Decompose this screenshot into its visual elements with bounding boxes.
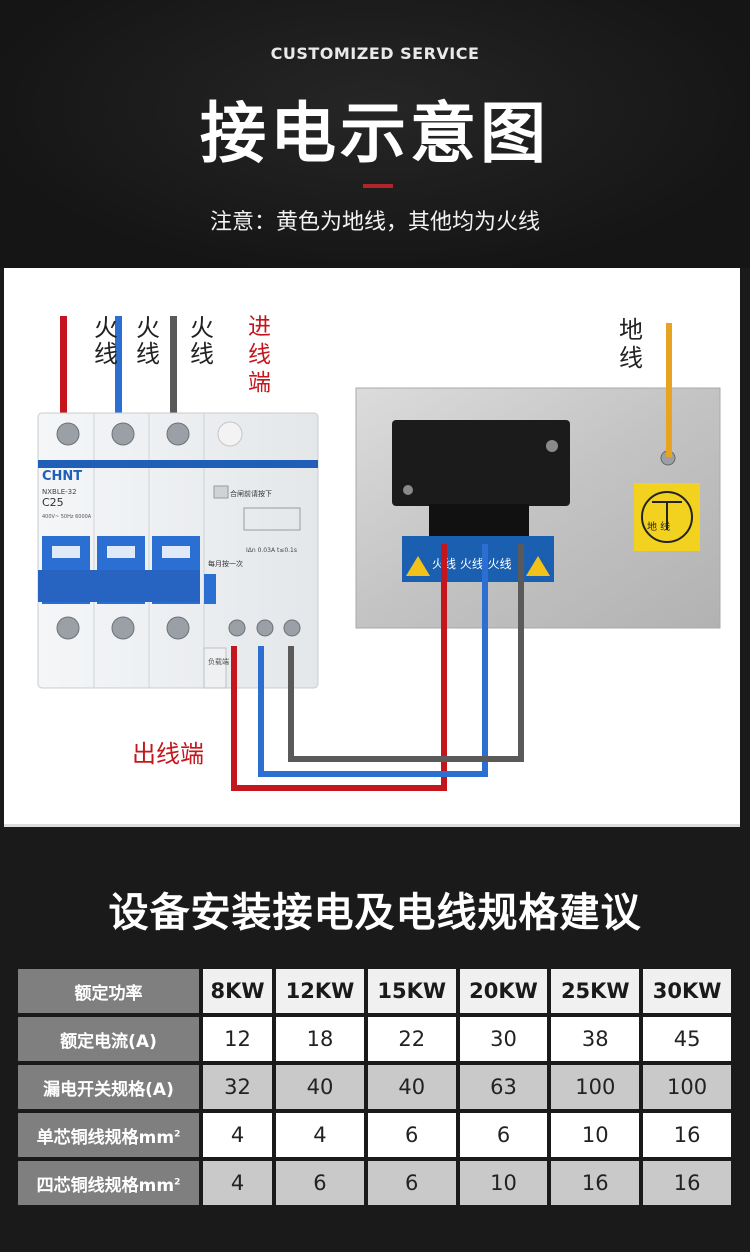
kicker-text: CUSTOMIZED SERVICE: [270, 44, 480, 63]
table-header-cell: 8KW: [203, 969, 273, 1013]
table-row: 额定电流(A) 12 18 22 30 38 45: [18, 1017, 731, 1061]
table-cell: 16: [551, 1161, 640, 1205]
table-cell: 12: [203, 1017, 273, 1061]
yellow-ground-wire: [666, 323, 672, 457]
table-cell: 38: [551, 1017, 640, 1061]
inlet-label-2: 线: [248, 342, 271, 368]
red-outlet-wire: [231, 544, 447, 791]
screw-icon: [56, 422, 80, 446]
table-header-cell: 15KW: [367, 969, 456, 1013]
row-label: 单芯铜线规格mm2: [18, 1113, 199, 1157]
live-label-1: 火: [94, 314, 118, 342]
terminal-sign: 火线 火线 火线: [432, 557, 512, 571]
table-row: 漏电开关规格(A) 32 40 40 63 100 100: [18, 1065, 731, 1109]
warning-icon: [406, 556, 430, 576]
ground-sign: 地 线: [647, 520, 670, 533]
table-header-cell: 30KW: [643, 969, 731, 1013]
inlet-label-3: 端: [248, 370, 271, 396]
table-cell: 6: [367, 1161, 456, 1205]
blue-outlet-wire: [258, 544, 488, 777]
monthly-hint: 每月按一次: [208, 559, 243, 568]
wiring-diagram-panel: CHNT NXBLE-32 C25 400V~ 50Hz 6000A 合闸前请按…: [4, 268, 740, 827]
gray-outlet-wire: [288, 544, 524, 762]
spec-section-title: 设备安装接电及电线规格建议: [108, 890, 642, 936]
inlet-label-1: 进: [248, 314, 271, 340]
table-header-cell: 12KW: [276, 969, 364, 1013]
wire-spec-table: 额定功率 8KW 12KW 15KW 20KW 25KW 30KW 额定电流(A…: [14, 965, 735, 1209]
leakage-breaker: CHNT NXBLE-32 C25 400V~ 50Hz 6000A 合闸前请按…: [37, 412, 319, 689]
table-header-cell: 额定功率: [18, 969, 199, 1013]
wiring-diagram: CHNT NXBLE-32 C25 400V~ 50Hz 6000A 合闸前请按…: [37, 314, 721, 791]
table-cell: 32: [203, 1065, 273, 1109]
table-cell: 4: [203, 1161, 273, 1205]
table-cell: 63: [459, 1065, 548, 1109]
row-label: 四芯铜线规格mm2: [18, 1161, 199, 1205]
table-cell: 16: [643, 1161, 731, 1205]
table-cell: 45: [643, 1017, 731, 1061]
breaker-model: NXBLE-32: [42, 488, 77, 496]
table-cell: 4: [276, 1113, 364, 1157]
wire-color-note: 注意：黄色为地线，其他均为火线: [209, 210, 540, 235]
svg-text:线: 线: [136, 340, 160, 368]
row-label: 漏电开关规格(A): [18, 1065, 199, 1109]
load-label: 负载端: [208, 657, 229, 666]
breaker-brand: CHNT: [42, 469, 82, 484]
table-cell: 6: [276, 1161, 364, 1205]
table-cell: 100: [643, 1065, 731, 1109]
ground-label-2: 线: [619, 344, 643, 372]
table-cell: 10: [551, 1113, 640, 1157]
table-cell: 4: [203, 1113, 273, 1157]
test-hint: 合闸前请按下: [230, 489, 272, 498]
breaker-specs: 400V~ 50Hz 6000A: [42, 514, 92, 520]
table-cell: 16: [643, 1113, 731, 1157]
leak-spec: IΔn 0.03A t≤0.1s: [246, 547, 297, 554]
table-cell: 22: [367, 1017, 456, 1061]
table-cell: 18: [276, 1017, 364, 1061]
live-label-2: 火: [136, 314, 160, 342]
table-header-cell: 25KW: [551, 969, 640, 1013]
table-cell: 100: [551, 1065, 640, 1109]
table-cell: 30: [459, 1017, 548, 1061]
table-row: 单芯铜线规格mm2 4 4 6 6 10 16: [18, 1113, 731, 1157]
header-banner: CUSTOMIZED SERVICE 接电示意图 注意：黄色为地线，其他均为火线: [0, 0, 750, 268]
table-row: 四芯铜线规格mm2 4 6 6 10 16 16: [18, 1161, 731, 1205]
table-header-row: 额定功率 8KW 12KW 15KW 20KW 25KW 30KW: [18, 969, 731, 1013]
outlet-label: 出线端: [132, 740, 204, 768]
svg-text:线: 线: [94, 340, 118, 368]
table-header-cell: 20KW: [459, 969, 548, 1013]
table-cell: 6: [367, 1113, 456, 1157]
stainless-terminal-box: 火线 火线 火线 地 线: [355, 387, 721, 629]
row-label: 额定电流(A): [18, 1017, 199, 1061]
title-underline: [363, 184, 393, 188]
table-cell: 40: [367, 1065, 456, 1109]
gray-live-wire-in: [170, 316, 177, 416]
table-cell: 6: [459, 1113, 548, 1157]
svg-text:线: 线: [190, 340, 214, 368]
live-label-3: 火: [190, 314, 214, 342]
ground-label-1: 地: [619, 316, 643, 344]
blue-live-wire-in: [115, 316, 122, 416]
red-live-wire-in: [60, 316, 67, 416]
breaker-rating: C25: [42, 496, 64, 509]
page-title: 接电示意图: [200, 95, 550, 172]
table-cell: 10: [459, 1161, 548, 1205]
table-cell: 40: [276, 1065, 364, 1109]
